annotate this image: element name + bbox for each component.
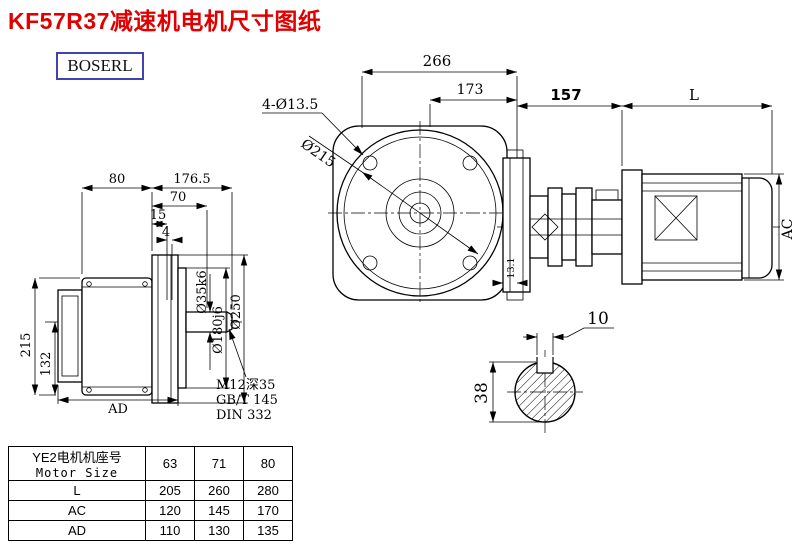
dim-flange-thickness: 13.1: [506, 257, 517, 278]
motor-size-table: YE2电机机座号 Motor Size 63 71 80 L 205 260 2…: [8, 446, 293, 541]
dim-width-overall: 266: [423, 52, 452, 70]
fan-cowl: [741, 177, 773, 279]
motor-size-col-63: 63: [145, 446, 195, 481]
value-AC-63: 120: [145, 500, 195, 521]
dim-length-motor: L: [689, 86, 699, 104]
table-header-cn: YE2电机机座号: [32, 450, 122, 465]
bolt-hole: [462, 255, 478, 271]
dim-width-total: 176.5: [173, 172, 210, 187]
gearbox-body-outline: [81, 277, 153, 396]
dim-depth-AD: AD: [107, 402, 128, 417]
table-header-cell: YE2电机机座号 Motor Size: [8, 446, 146, 481]
gearbox-rear-housing: [57, 289, 83, 383]
value-L-63: 205: [145, 480, 195, 501]
tap-note-gbt: GB/T 145: [216, 393, 278, 408]
table-row: L 205 260 280: [8, 480, 293, 501]
motor-view: AC 13.1: [492, 149, 796, 301]
dim-bolt-circle-dia: Ø215: [298, 136, 338, 171]
dim-flange-dia: Ø250: [229, 294, 244, 329]
bolt-hole: [362, 255, 378, 271]
dim-shaft-dia: Ø35k6: [195, 270, 210, 313]
row-label-AD: AD: [8, 520, 146, 541]
value-L-71: 260: [194, 480, 244, 501]
dim-height-axis: 132: [39, 352, 54, 377]
dim-spigot-dia: Ø180j6: [211, 306, 226, 354]
bolt-hole: [362, 155, 378, 171]
motor-size-col-80: 80: [243, 446, 293, 481]
dim-width-front: 70: [170, 190, 187, 205]
bolt-hole: [462, 155, 478, 171]
row-label-L: L: [8, 480, 146, 501]
dim-bolt-holes: 4-Ø13.5: [262, 97, 318, 113]
value-AC-80: 170: [243, 500, 293, 521]
value-AD-80: 135: [243, 520, 293, 541]
page-title: KF57R37减速机电机尺寸图纸: [8, 8, 322, 34]
dim-width-rear: 80: [109, 172, 126, 187]
dim-length-adapter: 157: [550, 86, 581, 104]
side-view: 80 176.5 70 15 4 215 132 AD Ø35k6: [19, 172, 278, 423]
dim-width-step: 15: [150, 208, 167, 223]
brand-logo: BOSERL: [56, 52, 144, 80]
dim-width-face: 173: [457, 82, 484, 98]
dim-section-dia: 38: [472, 382, 492, 404]
motor-body: [641, 173, 743, 281]
shaft-section-view: 10 38: [472, 309, 614, 434]
motor-adapter: [591, 199, 623, 255]
table-row: AC 120 145 170: [8, 500, 293, 521]
value-AD-71: 130: [194, 520, 244, 541]
keyway-slot: [536, 357, 554, 374]
flange-spigot: [177, 267, 187, 389]
motor-flange: [621, 169, 643, 285]
dim-height-total: 215: [19, 333, 34, 358]
coupling-symbol: [531, 213, 559, 241]
table-row: AD 110 130 135: [8, 520, 293, 541]
dim-width-key: 4: [162, 225, 170, 240]
value-AC-71: 145: [194, 500, 244, 521]
output-flange-side: [151, 254, 179, 404]
row-label-AC: AC: [8, 500, 146, 521]
table-header-en: Motor Size: [35, 466, 119, 480]
front-view: Ø215 4-Ø13.5 266 173 157 L: [262, 52, 773, 305]
tap-note-din: DIN 332: [216, 408, 272, 423]
value-L-80: 280: [243, 480, 293, 501]
dim-motor-height-AC: AC: [780, 219, 796, 241]
tap-note-m12: M12深35: [216, 378, 275, 393]
value-AD-63: 110: [145, 520, 195, 541]
dim-keyway-width: 10: [587, 309, 609, 329]
motor-size-col-71: 71: [194, 446, 244, 481]
